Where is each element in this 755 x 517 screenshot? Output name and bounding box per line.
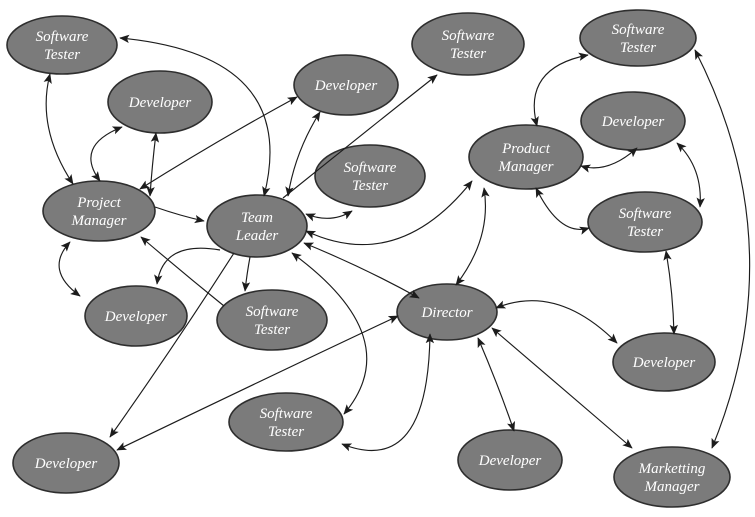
- team-leader-ellipse: [206, 194, 308, 258]
- node-developer-7: Developer: [457, 429, 563, 491]
- developer-1-label: Developer: [128, 95, 192, 111]
- developer-3-label: Developer: [601, 114, 665, 130]
- developer-5-label: Developer: [632, 355, 696, 371]
- director-label: Director: [420, 305, 472, 321]
- developer-6-label: Developer: [34, 456, 98, 472]
- edge-product-manager-to-software-tester-3: [530, 52, 589, 127]
- software-tester-4-ellipse: [314, 144, 426, 208]
- edges-layer: [43, 34, 751, 452]
- edge-project-manager-to-developer-4: [58, 241, 81, 297]
- edge-team-leader-to-developer-4: [154, 247, 221, 285]
- edge-team-leader-to-developer-6: [109, 252, 235, 438]
- developer-6-ellipse: [12, 432, 120, 494]
- software-tester-3-ellipse: [579, 9, 697, 67]
- project-manager-ellipse: [42, 180, 156, 242]
- edge-team-leader-to-director: [303, 242, 420, 299]
- edge-project-manager-to-team-leader: [154, 206, 205, 224]
- node-developer-1: Developer: [107, 70, 213, 134]
- developer-2-ellipse: [293, 54, 399, 116]
- edge-project-manager-to-developer-2: [139, 96, 298, 190]
- edge-developer-3-to-software-tester-5: [676, 142, 705, 208]
- developer-7-label: Developer: [478, 453, 542, 469]
- edge-team-leader-to-software-tester-4: [305, 210, 353, 222]
- node-developer-6: Developer: [12, 432, 120, 494]
- edge-director-to-developer-7: [477, 337, 516, 432]
- node-developer-2: Developer: [293, 54, 399, 116]
- developer-4-label: Developer: [104, 309, 168, 325]
- edge-product-manager-to-director: [455, 187, 490, 286]
- node-developer-4: Developer: [84, 285, 188, 347]
- edge-project-manager-to-developer-1: [90, 126, 123, 182]
- edge-software-tester-6-to-project-manager: [140, 236, 225, 307]
- edge-product-manager-to-software-tester-5: [535, 187, 590, 235]
- node-developer-3: Developer: [580, 91, 686, 151]
- software-tester-1-ellipse: [6, 15, 118, 75]
- edge-team-leader-to-software-tester-6: [241, 256, 251, 292]
- edge-director-to-software-tester-7: [341, 333, 435, 452]
- edge-project-manager-to-software-tester-1: [43, 73, 74, 185]
- edge-software-tester-5-to-developer-5: [663, 250, 678, 335]
- software-tester-2-ellipse: [411, 12, 525, 76]
- edge-software-tester-3-to-marketting-manager: [694, 49, 751, 449]
- edge-product-manager-to-developer-3: [580, 147, 638, 173]
- edge-developer-1-to-project-manager: [146, 132, 160, 197]
- node-developer-5: Developer: [612, 332, 716, 392]
- marketting-manager-ellipse: [613, 446, 731, 508]
- edge-team-leader-to-product-manager: [305, 180, 473, 246]
- software-tester-6-ellipse: [216, 289, 328, 351]
- developer-2-label: Developer: [314, 78, 378, 94]
- edge-team-leader-to-software-tester-2: [282, 74, 438, 199]
- product-manager-ellipse: [468, 124, 584, 190]
- software-tester-7-ellipse: [228, 392, 344, 452]
- edge-director-to-developer-5: [495, 300, 618, 344]
- node-director: Director: [396, 283, 498, 341]
- software-tester-5-ellipse: [587, 191, 703, 253]
- edge-developer-2-to-team-leader: [285, 111, 321, 197]
